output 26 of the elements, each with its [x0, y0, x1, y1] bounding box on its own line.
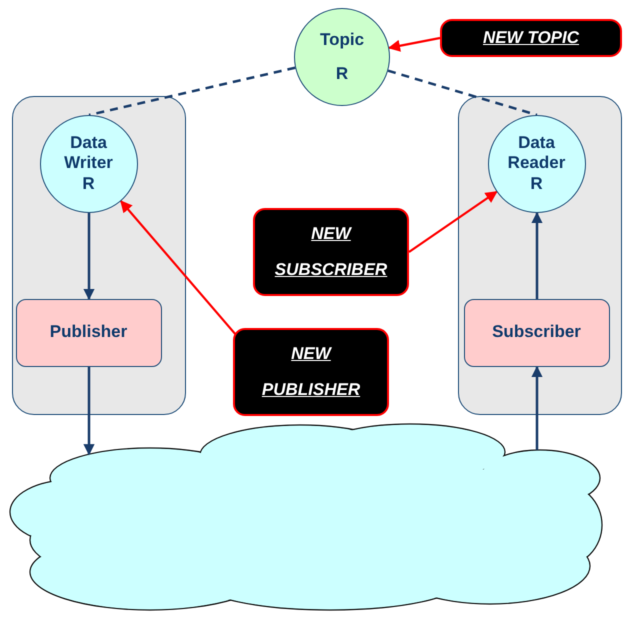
dashed-connector — [88, 66, 296, 116]
arrow — [408, 190, 498, 253]
node-label: Publisher — [50, 322, 128, 343]
node-label: Subscriber — [492, 322, 581, 343]
participant-panel — [12, 96, 186, 415]
callout-text: NEW TOPIC — [482, 27, 580, 50]
network-cloud — [9, 423, 603, 611]
callout-box — [440, 19, 622, 57]
node-label: Data Writer R — [63, 132, 114, 194]
callout-text: NEW PUBLISHER — [260, 343, 362, 401]
node-label: Topic — [320, 30, 364, 50]
dashed-connector — [388, 69, 538, 116]
arrow — [120, 200, 237, 336]
callout-box — [233, 328, 389, 416]
arrow — [83, 213, 95, 300]
participant-panel — [458, 96, 622, 415]
node-label: Data Reader R — [508, 132, 566, 194]
arrow — [83, 367, 95, 456]
arrow — [531, 366, 543, 450]
arrow — [531, 212, 543, 299]
callout-box — [253, 208, 409, 296]
process-box — [16, 298, 162, 366]
process-box — [464, 298, 610, 366]
arrow — [388, 36, 440, 52]
node-label: R — [336, 64, 348, 84]
callout-text: NEW SUBSCRIBER — [274, 223, 388, 281]
